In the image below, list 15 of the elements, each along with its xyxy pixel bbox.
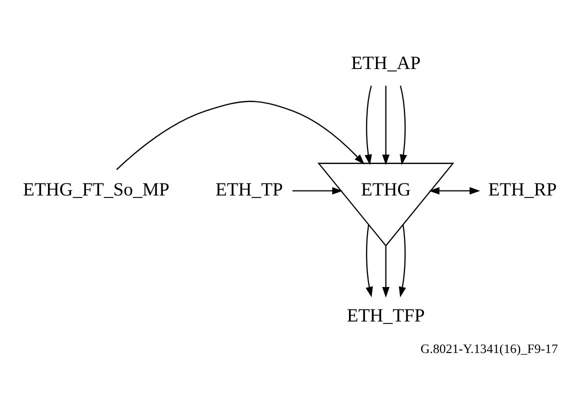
node-text: ETH_TFP [346, 305, 425, 326]
arrow [382, 86, 390, 166]
arrow [382, 246, 390, 298]
arrow [400, 86, 408, 166]
arrow [116, 100, 365, 170]
caption: G.8021-Y.1341(16)_F9-17 [420, 342, 558, 356]
node-text: ETH_AP [351, 53, 421, 74]
node-text: ETH_RP [488, 179, 557, 200]
arrow [398, 224, 406, 298]
node-text: ETHG_FT_So_MP [23, 179, 170, 200]
arrow [428, 187, 480, 194]
arrow [292, 187, 343, 194]
arrow [364, 86, 372, 166]
node-text: ETH_TP [216, 179, 283, 200]
arrow [366, 224, 373, 298]
